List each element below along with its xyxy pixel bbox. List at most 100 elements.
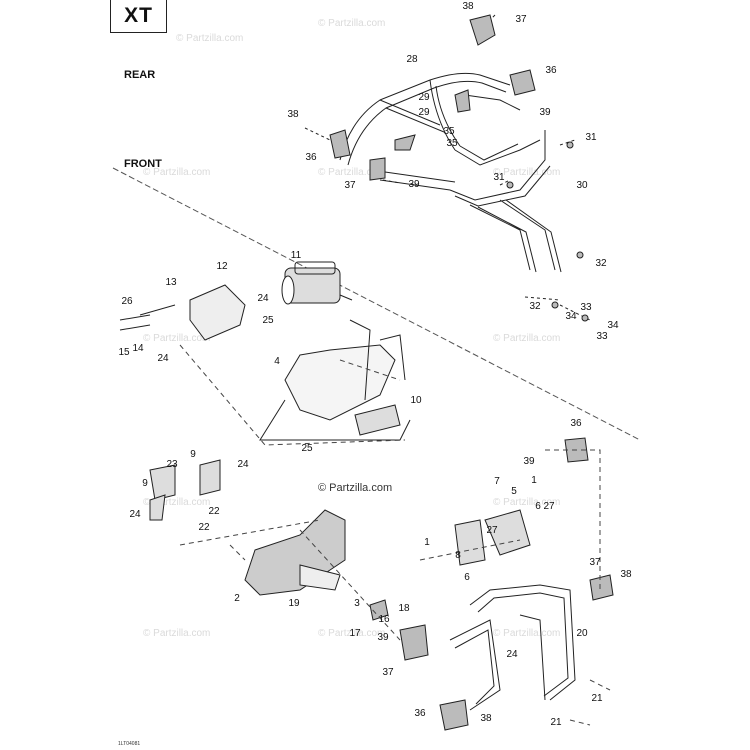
watermark: © Partzilla.com bbox=[143, 497, 211, 508]
callout-1: 1 bbox=[424, 537, 430, 548]
callout-11: 11 bbox=[290, 250, 302, 261]
watermark: © Partzilla.com bbox=[318, 167, 386, 178]
callout-28: 28 bbox=[406, 54, 418, 65]
callout-9: 9 bbox=[142, 478, 148, 489]
callout-22: 22 bbox=[208, 506, 220, 517]
callout-38: 38 bbox=[462, 1, 474, 12]
callout-36: 36 bbox=[570, 418, 582, 429]
callout-24: 24 bbox=[237, 459, 249, 470]
watermark: © Partzilla.com bbox=[176, 33, 244, 44]
model-label: XT bbox=[124, 4, 153, 27]
rear-leader-lines bbox=[304, 14, 591, 321]
callout-38: 38 bbox=[287, 109, 299, 120]
callout-37: 37 bbox=[382, 667, 394, 678]
callout-34: 34 bbox=[607, 320, 619, 331]
callout-31: 31 bbox=[585, 132, 597, 143]
callout-36: 36 bbox=[305, 152, 317, 163]
model-label-box: XT bbox=[110, 0, 167, 33]
callout-30: 30 bbox=[576, 180, 588, 191]
callout-24: 24 bbox=[157, 353, 169, 364]
winch-part bbox=[281, 261, 353, 305]
callout-6: 6 bbox=[535, 501, 541, 512]
callout-27: 27 bbox=[486, 525, 498, 536]
watermark: © Partzilla.com bbox=[143, 167, 211, 178]
callout-39: 39 bbox=[523, 456, 535, 467]
callout-35: 35 bbox=[443, 126, 455, 137]
callout-10: 10 bbox=[410, 395, 422, 406]
callout-39: 39 bbox=[408, 179, 420, 190]
callout-32: 32 bbox=[595, 258, 607, 269]
callout-15: 15 bbox=[118, 347, 130, 358]
callout-26: 26 bbox=[121, 296, 133, 307]
callout-2: 2 bbox=[234, 593, 240, 604]
callout-18: 18 bbox=[398, 603, 410, 614]
callout-17: 17 bbox=[349, 628, 361, 639]
watermark: © Partzilla.com bbox=[143, 628, 211, 639]
callout-25: 25 bbox=[262, 315, 274, 326]
callout-39: 39 bbox=[539, 107, 551, 118]
callout-9: 9 bbox=[190, 449, 196, 460]
rear-section-label: REAR bbox=[124, 69, 156, 81]
callout-25: 25 bbox=[301, 443, 313, 454]
callout-14: 14 bbox=[132, 343, 144, 354]
callout-24: 24 bbox=[506, 649, 518, 660]
callout-38: 38 bbox=[480, 713, 492, 724]
callout-4: 4 bbox=[274, 356, 280, 367]
watermark: © Partzilla.com bbox=[493, 628, 561, 639]
callout-35: 35 bbox=[446, 138, 458, 149]
reference-code: 1LT04081 bbox=[118, 741, 141, 747]
front-hardware bbox=[369, 437, 614, 731]
callout-1: 1 bbox=[531, 475, 537, 486]
rear-bumper-part bbox=[339, 72, 562, 273]
callout-29: 29 bbox=[418, 107, 430, 118]
callout-16: 16 bbox=[378, 614, 390, 625]
callout-39: 39 bbox=[377, 632, 389, 643]
callout-37: 37 bbox=[589, 557, 601, 568]
watermark: © Partzilla.com bbox=[143, 333, 211, 344]
bracket-10-part bbox=[354, 404, 401, 436]
callout-7: 7 bbox=[494, 476, 500, 487]
callout-24: 24 bbox=[257, 293, 269, 304]
callout-32: 32 bbox=[529, 301, 541, 312]
watermark: © Partzilla.com bbox=[493, 333, 561, 344]
callout-38: 38 bbox=[620, 569, 632, 580]
callout-5: 5 bbox=[511, 486, 517, 497]
watermark-main: © Partzilla.com bbox=[318, 482, 393, 494]
callout-33: 33 bbox=[596, 331, 608, 342]
front-frame-part bbox=[259, 319, 411, 441]
clamp-bracket-part bbox=[454, 509, 531, 566]
callout-36: 36 bbox=[414, 708, 426, 719]
callout-33: 33 bbox=[580, 302, 592, 313]
callout-29: 29 bbox=[418, 92, 430, 103]
watermark: © Partzilla.com bbox=[493, 167, 561, 178]
callout-12: 12 bbox=[216, 261, 228, 272]
winch-plate-part bbox=[119, 284, 246, 341]
callout-37: 37 bbox=[344, 180, 356, 191]
callout-6: 6 bbox=[464, 572, 470, 583]
callout-21: 21 bbox=[591, 693, 603, 704]
watermark: © Partzilla.com bbox=[493, 497, 561, 508]
callout-34: 34 bbox=[565, 311, 577, 322]
callout-24: 24 bbox=[129, 509, 141, 520]
callout-21: 21 bbox=[550, 717, 562, 728]
skid-plate-part bbox=[244, 509, 346, 596]
callout-19: 19 bbox=[288, 598, 300, 609]
callout-37: 37 bbox=[515, 14, 527, 25]
watermark: © Partzilla.com bbox=[318, 18, 386, 29]
callout-20: 20 bbox=[576, 628, 588, 639]
callout-3: 3 bbox=[354, 598, 360, 609]
front-bumper-part bbox=[449, 584, 576, 711]
watermark: © Partzilla.com bbox=[318, 628, 386, 639]
callout-36: 36 bbox=[545, 65, 557, 76]
callout-22: 22 bbox=[198, 522, 210, 533]
callout-13: 13 bbox=[165, 277, 177, 288]
side-brackets-part bbox=[149, 459, 221, 521]
callout-31: 31 bbox=[493, 172, 505, 183]
callout-8: 8 bbox=[455, 550, 461, 561]
front-section-label: FRONT bbox=[124, 158, 162, 170]
front-leader-lines bbox=[179, 344, 611, 726]
callout-23: 23 bbox=[166, 459, 178, 470]
rear-hardware bbox=[329, 14, 589, 322]
